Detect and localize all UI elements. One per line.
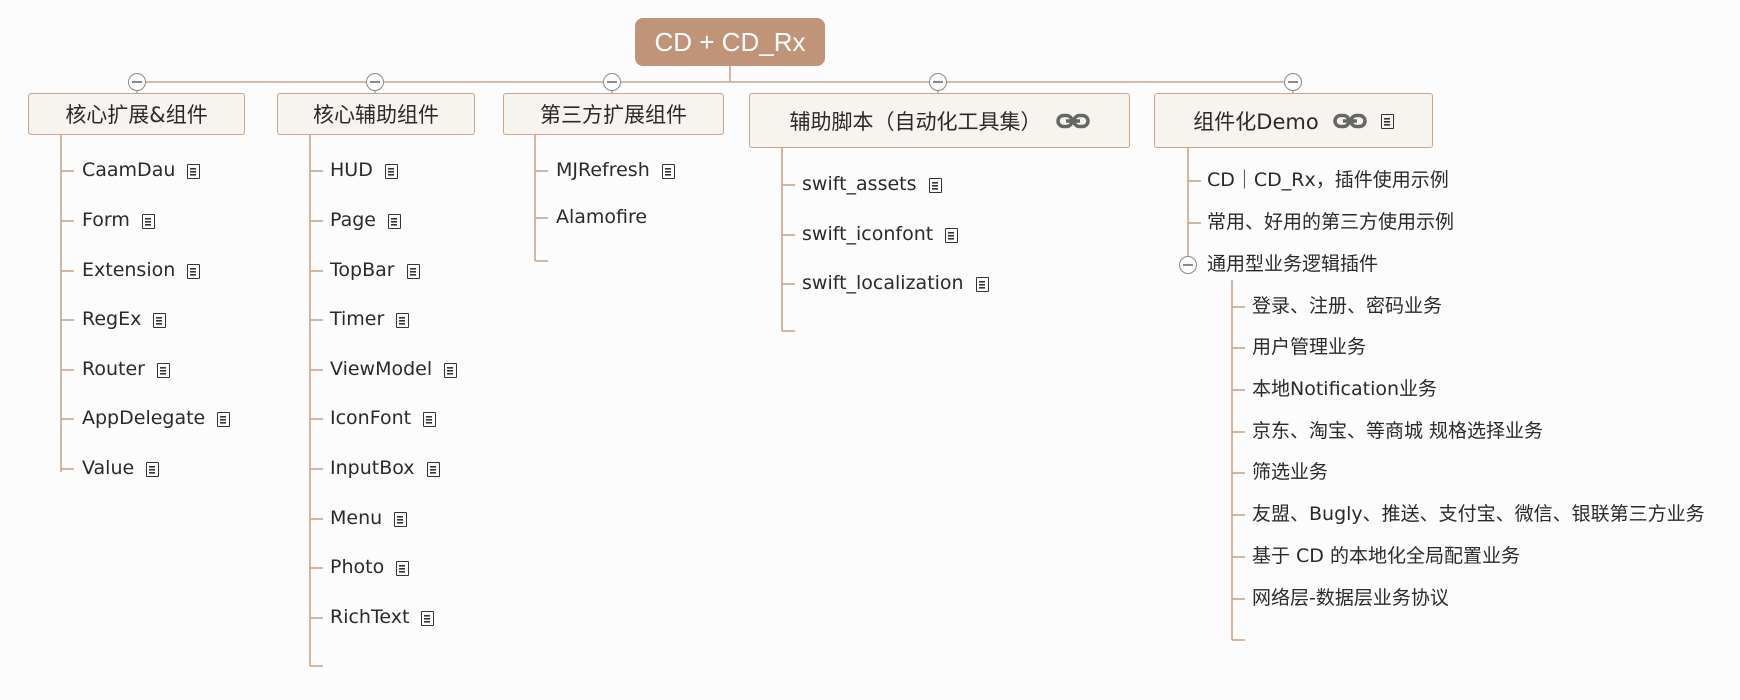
- leaf-node[interactable]: 通用型业务逻辑插件: [1207, 253, 1379, 275]
- branch-label: 组件化Demo: [1193, 109, 1319, 134]
- leaf-node[interactable]: AppDelegate: [82, 406, 231, 430]
- branch-helper-scripts[interactable]: 辅助脚本（自动化工具集）: [749, 93, 1130, 148]
- leaf-node[interactable]: swift_iconfont: [802, 222, 959, 246]
- leaf-node[interactable]: MJRefresh: [556, 158, 675, 182]
- note-icon[interactable]: [426, 461, 440, 477]
- collapse-icon[interactable]: [128, 73, 146, 91]
- leaf-node[interactable]: swift_assets: [802, 172, 942, 196]
- note-icon[interactable]: [661, 163, 675, 179]
- branch-label: 核心扩展&组件: [65, 103, 208, 127]
- note-icon[interactable]: [146, 461, 160, 477]
- leaf-node[interactable]: 京东、淘宝、等商城 规格选择业务: [1252, 420, 1544, 442]
- leaf-node[interactable]: RegEx: [82, 307, 167, 331]
- leaf-node[interactable]: Extension: [82, 258, 201, 282]
- leaf-node[interactable]: Router: [82, 357, 170, 381]
- note-icon[interactable]: [394, 511, 408, 527]
- branch-label: 辅助脚本（自动化工具集）: [789, 109, 1042, 134]
- leaf-node[interactable]: Form: [82, 208, 155, 232]
- link-icon[interactable]: [1332, 112, 1367, 130]
- root-node[interactable]: CD + CD_Rx: [635, 18, 825, 66]
- note-icon[interactable]: [1380, 114, 1394, 129]
- leaf-node[interactable]: 本地Notification业务: [1252, 378, 1438, 400]
- leaf-node[interactable]: CD｜CD_Rx，插件使用示例: [1207, 169, 1449, 191]
- note-icon[interactable]: [396, 312, 410, 328]
- note-icon[interactable]: [187, 163, 201, 179]
- leaf-node[interactable]: IconFont: [330, 406, 437, 430]
- leaf-node[interactable]: Timer: [330, 307, 410, 331]
- leaf-node[interactable]: 用户管理业务: [1252, 336, 1367, 358]
- leaf-node[interactable]: Menu: [330, 506, 408, 530]
- leaf-node[interactable]: 筛选业务: [1252, 461, 1329, 483]
- branch-component-demo[interactable]: 组件化Demo: [1154, 93, 1433, 148]
- collapse-icon[interactable]: [929, 73, 947, 91]
- leaf-node[interactable]: Photo: [330, 555, 410, 579]
- branch-third-party[interactable]: 第三方扩展组件: [503, 93, 724, 135]
- note-icon[interactable]: [217, 411, 231, 427]
- collapse-icon[interactable]: [603, 73, 621, 91]
- note-icon[interactable]: [444, 362, 458, 378]
- note-icon[interactable]: [384, 163, 398, 179]
- collapse-icon[interactable]: [366, 73, 384, 91]
- link-icon[interactable]: [1055, 112, 1090, 130]
- leaf-node[interactable]: Value: [82, 456, 160, 480]
- note-icon[interactable]: [388, 213, 401, 229]
- branch-core-extensions[interactable]: 核心扩展&组件: [28, 93, 245, 135]
- note-icon[interactable]: [156, 362, 170, 378]
- leaf-node[interactable]: 常用、好用的第三方使用示例: [1207, 211, 1455, 233]
- leaf-node[interactable]: 登录、注册、密码业务: [1252, 295, 1443, 317]
- leaf-node[interactable]: ViewModel: [330, 357, 458, 381]
- leaf-node[interactable]: 基于 CD 的本地化全局配置业务: [1252, 545, 1520, 567]
- leaf-node[interactable]: Alamofire: [556, 206, 648, 228]
- branch-core-helpers[interactable]: 核心辅助组件: [277, 93, 475, 135]
- root-node-label: CD + CD_Rx: [654, 26, 806, 57]
- leaf-node[interactable]: RichText: [330, 605, 435, 629]
- branch-label: 核心辅助组件: [313, 103, 439, 127]
- note-icon[interactable]: [406, 263, 420, 279]
- leaf-node[interactable]: TopBar: [330, 258, 420, 282]
- note-icon[interactable]: [141, 213, 155, 229]
- note-icon[interactable]: [975, 276, 989, 292]
- leaf-node[interactable]: HUD: [330, 158, 398, 182]
- leaf-node[interactable]: InputBox: [330, 456, 440, 480]
- leaf-node[interactable]: 网络层-数据层业务协议: [1252, 587, 1449, 609]
- collapse-icon[interactable]: [1179, 256, 1197, 274]
- note-icon[interactable]: [396, 560, 410, 576]
- branch-label: 第三方扩展组件: [540, 103, 687, 127]
- note-icon[interactable]: [423, 411, 437, 427]
- note-icon[interactable]: [928, 177, 942, 193]
- note-icon[interactable]: [421, 610, 435, 626]
- collapse-icon[interactable]: [1284, 73, 1302, 91]
- leaf-node[interactable]: 友盟、Bugly、推送、支付宝、微信、银联第三方业务: [1252, 503, 1705, 525]
- leaf-node[interactable]: CaamDau: [82, 158, 201, 182]
- note-icon[interactable]: [187, 263, 201, 279]
- leaf-node[interactable]: Page: [330, 208, 401, 232]
- leaf-node[interactable]: swift_localization: [802, 271, 989, 295]
- note-icon[interactable]: [945, 227, 959, 243]
- note-icon[interactable]: [153, 312, 167, 328]
